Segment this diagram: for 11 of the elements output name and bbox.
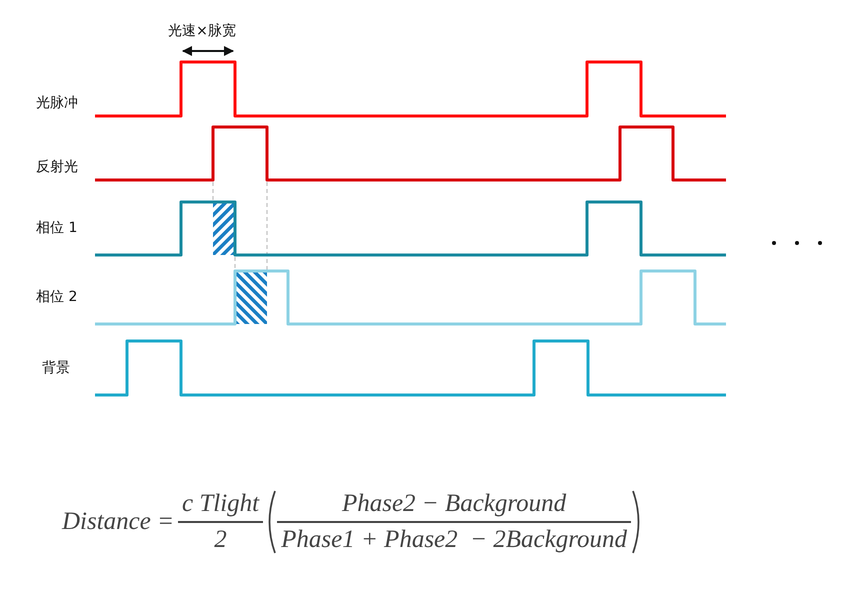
signal-label: 反射光 <box>36 158 78 176</box>
signal-label: 背景 <box>42 359 70 377</box>
formula-text: 2 <box>213 526 228 554</box>
dimension-label: 光速×脉宽 <box>168 22 236 40</box>
formula-text: Phase1 + Phase2 − 2Background <box>280 526 628 554</box>
signal-label: 光脉冲 <box>36 94 78 112</box>
formula-text: Distance = <box>60 508 175 536</box>
formula-text: c Tlight <box>181 490 260 518</box>
signal-label: 相位 2 <box>36 288 78 306</box>
formula-text: Phase2 − Background <box>340 490 568 518</box>
signal-label: 相位 1 <box>36 219 78 237</box>
